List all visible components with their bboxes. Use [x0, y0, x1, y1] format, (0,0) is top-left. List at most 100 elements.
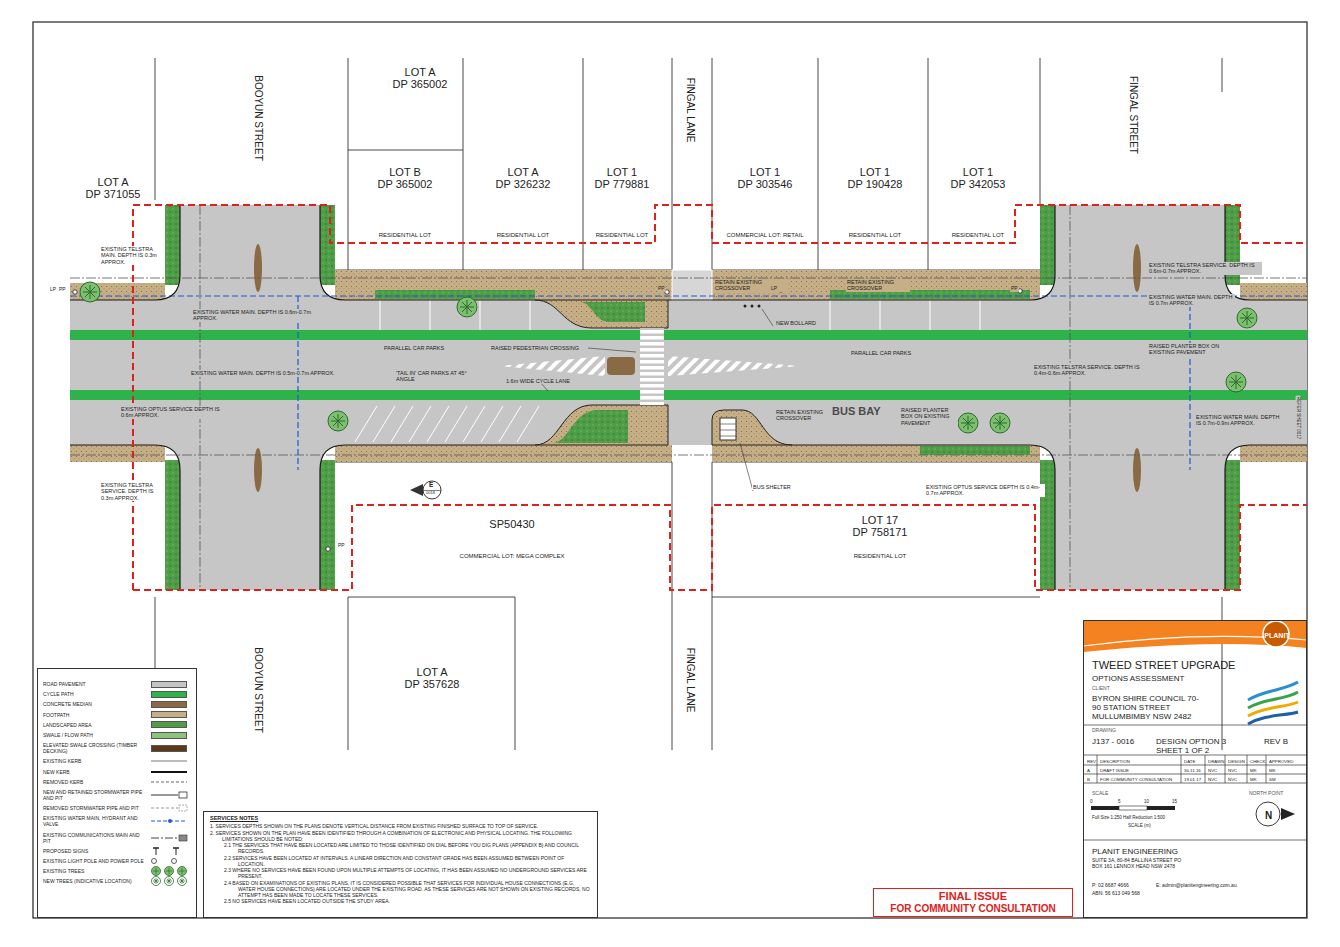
council-logo	[1248, 712, 1298, 724]
lot-label: LOT B	[389, 166, 421, 179]
study-area-boundary	[133, 505, 1307, 590]
lot-label: LOT 1	[860, 166, 890, 179]
pole-symbol	[326, 547, 330, 551]
title-block-graphics	[1083, 620, 1307, 840]
table-header: DRAWN	[1208, 759, 1224, 764]
lot-label: LOT 1	[750, 166, 780, 179]
service-annotation: EXISTING OPTUS SERVICE DEPTH IS 0.6m APP…	[120, 406, 227, 419]
kerb-line	[70, 205, 1307, 590]
tree-symbol	[1237, 308, 1257, 328]
land-use-label: COMMERCIAL LOT: RETAIL	[726, 232, 803, 239]
legend-sample	[154, 879, 158, 883]
cycle-lane	[70, 330, 1307, 340]
pole-symbol	[73, 290, 77, 294]
service-line	[70, 205, 1307, 590]
design-annotation: RETAIN EXISTING CROSSOVER	[846, 279, 910, 292]
legend-sample	[156, 868, 157, 874]
design-annotation: RAISED PLANTER BOX ON EXISTING PAVEMENT	[900, 407, 958, 426]
title-block-text: PLANIT ENGINEERING	[1092, 847, 1178, 856]
kerb-buildout	[552, 410, 628, 443]
hatched-median	[500, 356, 605, 376]
lot-parcel: LOT 1DP 190428RESIDENTIAL LOT	[815, 164, 935, 246]
leader-line	[540, 309, 773, 491]
cycle-lane	[70, 390, 1307, 400]
lot-parcel: LOT ADP 326232RESIDENTIAL LOT	[463, 164, 583, 246]
kerb-line	[1225, 205, 1307, 300]
raised-pedestrian-crossing	[640, 328, 664, 405]
design-annotation: 1.6m WIDE CYCLE LANE	[505, 378, 571, 384]
cycle-lane	[70, 330, 1307, 400]
note-text: 2.2 SERVICES HAVE BEEN LOCATED AT INTERV…	[210, 855, 591, 868]
lot-label: DP 342053	[951, 178, 1006, 191]
legend-text: EXISTING KERB	[43, 758, 81, 764]
lot-label: LOT 1	[607, 166, 637, 179]
legend-text: EXISTING WATER MAIN, HYDRANT AND VALVE	[43, 815, 148, 827]
legend-sample	[180, 879, 184, 883]
note-text: 1. SERVICES DEPTHS SHOWN ON THE PLANS DE…	[210, 823, 591, 829]
kerb-buildout	[535, 405, 668, 445]
issue-stamp: FINAL ISSUEFOR COMMUNITY CONSULTATION	[873, 888, 1073, 917]
legend-sample	[176, 848, 177, 855]
legend-text: SWALE / FLOW PATH	[43, 732, 93, 738]
legend-sample	[167, 879, 171, 883]
title-block-text: SCALE (m)	[1128, 823, 1151, 828]
title-block-text: DESIGN OPTION 3 SHEET 1 OF 2	[1156, 737, 1238, 755]
lot-parcel: LOT 1DP 342053RESIDENTIAL LOT	[918, 164, 1038, 246]
legend-swatch	[151, 701, 187, 708]
table-header: REV	[1087, 759, 1096, 764]
table-cell: NVC	[1208, 777, 1217, 782]
bollard	[758, 305, 761, 308]
design-annotation: RAISED PEDESTRIAN CROSSING	[490, 345, 580, 351]
title-block-text: CLIENT	[1092, 686, 1110, 692]
legend-sample	[179, 792, 187, 798]
leader-line	[762, 309, 773, 326]
lot-label: DP 365002	[378, 178, 433, 191]
legend-sample	[150, 855, 190, 867]
table-cell: 30.11.16	[1184, 768, 1201, 773]
section-marker	[410, 484, 423, 496]
lot-parcel: LOT 17DP 758171RESIDENTIAL LOT	[820, 512, 940, 567]
design-annotation: RETAIN EXISTING CROSSOVER	[775, 409, 832, 422]
notes-heading: SERVICES NOTES	[210, 815, 591, 821]
lot-label: LOT A	[98, 176, 129, 189]
legend-sample	[168, 819, 172, 823]
section-sheet-number: 0018	[426, 491, 435, 496]
legend-sample	[156, 848, 157, 855]
service-annotation: EXISTING WATER MAIN. DEPTH IS 0.6m-0.7m …	[192, 309, 314, 322]
legend-text: EXISTING TREES	[43, 868, 84, 874]
legend-sample	[150, 789, 190, 801]
footpath	[1240, 445, 1307, 462]
legend-text: CYCLE PATH	[43, 691, 74, 697]
scale-number: 0	[1090, 799, 1093, 804]
north-letter: N	[1265, 810, 1272, 822]
table-cell: DRAFT ISSUE	[1100, 768, 1129, 773]
footpath	[1240, 283, 1307, 300]
land-use-label: RESIDENTIAL LOT	[497, 232, 549, 239]
lot-parcel: LOT ADP 357628	[372, 664, 492, 692]
legend-sample	[151, 837, 178, 838]
legend-sample	[151, 781, 187, 783]
title-block-text: BYRON SHIRE COUNCIL 70-90 STATION STREET…	[1092, 694, 1204, 722]
legend-sample	[151, 808, 178, 809]
table-cell: MK	[1250, 777, 1257, 782]
pole-tag: LP	[770, 286, 778, 292]
concrete-median	[254, 244, 262, 292]
table-header: DESIGN	[1228, 759, 1245, 764]
service-line	[70, 296, 1307, 470]
land-use-label: RESIDENTIAL LOT	[596, 232, 648, 239]
service-annotation: EXISTING OPTUS SERVICE DEPTH IS 0.4m-0.7…	[925, 484, 1045, 497]
land-use-label: RESIDENTIAL LOT	[849, 232, 901, 239]
pole-tag: PP	[1010, 286, 1019, 292]
sheet-frame	[33, 22, 1307, 918]
legend-text: FOOTPATH	[43, 712, 69, 718]
kerb-buildout	[580, 302, 645, 322]
legend-sample	[150, 766, 190, 778]
legend-sample	[167, 879, 171, 883]
pole-tag: LP	[49, 287, 57, 293]
planting-strip	[375, 290, 535, 299]
legend-sample	[178, 867, 187, 876]
street-name: FINGAL LANE	[684, 648, 696, 713]
legend-sample	[150, 845, 190, 857]
title-block-text: DRAWING	[1092, 728, 1116, 734]
lot-label: SP50430	[489, 518, 534, 531]
